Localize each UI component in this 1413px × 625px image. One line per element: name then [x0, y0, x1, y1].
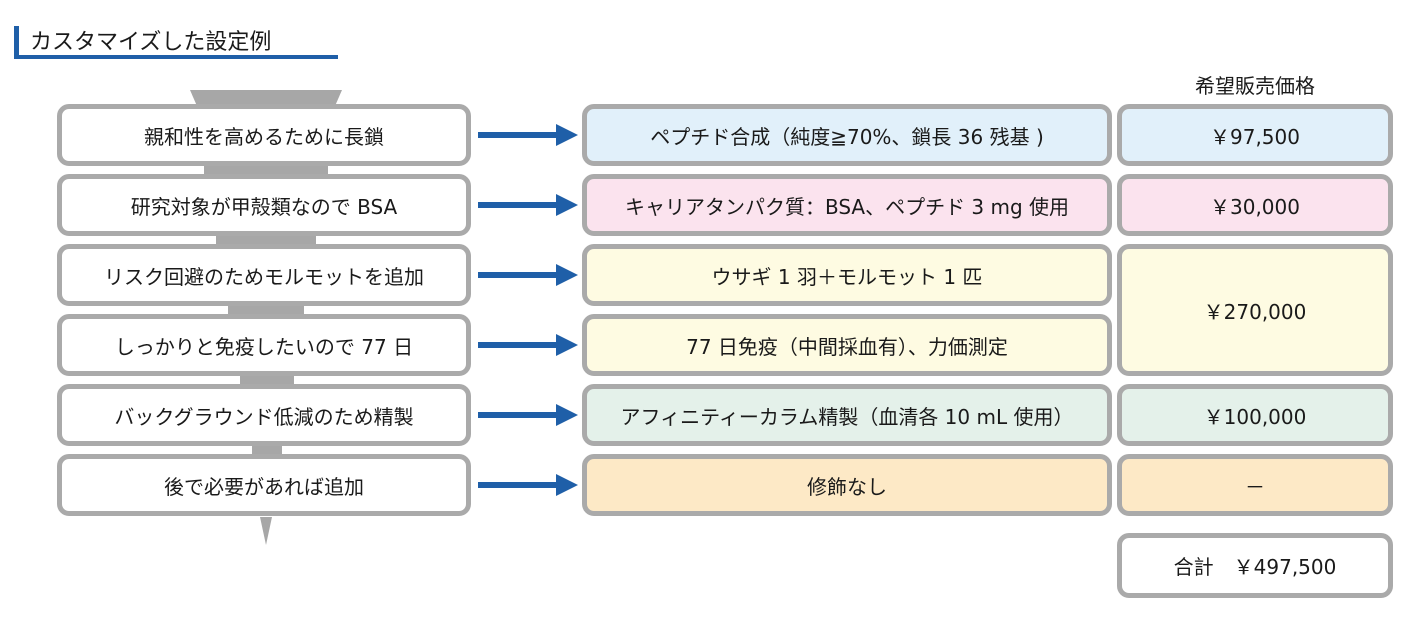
detail-box-1: ペプチド合成（純度≧70%、鎖長 36 残基 ): [582, 104, 1112, 166]
price-box-2: ￥30,000: [1117, 174, 1393, 236]
arrow-right-icon: [478, 264, 580, 286]
total-box: 合計 ￥497,500: [1117, 533, 1393, 598]
flow-spine-tip: [260, 517, 272, 545]
reason-box-3: リスク回避のためモルモットを追加: [57, 244, 471, 306]
arrow-right-icon: [478, 474, 580, 496]
title-accent-bar: [14, 26, 19, 58]
arrow-right-icon: [478, 124, 580, 146]
arrow-right-icon: [478, 334, 580, 356]
detail-box-6: 修飾なし: [582, 454, 1112, 516]
flow-spine: [190, 90, 342, 104]
section-title-text: カスタマイズした設定例: [30, 30, 272, 55]
reason-box-5: バックグラウンド低減のため精製: [57, 384, 471, 446]
price-box-5: ￥100,000: [1117, 384, 1393, 446]
title-underline: [14, 55, 338, 59]
reason-box-2: 研究対象が甲殻類なので BSA: [57, 174, 471, 236]
price-box-1: ￥97,500: [1117, 104, 1393, 166]
detail-box-2: キャリアタンパク質：BSA、ペプチド 3 mg 使用: [582, 174, 1112, 236]
arrow-right-icon: [478, 194, 580, 216]
price-column-header: 希望販売価格: [1195, 74, 1315, 98]
detail-box-4: 77 日免疫（中間採血有）、力価測定: [582, 314, 1112, 376]
price-box-3-4: ￥270,000: [1117, 244, 1393, 376]
reason-box-1: 親和性を高めるために長鎖: [57, 104, 471, 166]
arrow-right-icon: [478, 404, 580, 426]
section-title: カスタマイズした設定例: [14, 22, 338, 60]
price-box-6: －: [1117, 454, 1393, 516]
detail-box-5: アフィニティーカラム精製（血清各 10 mL 使用）: [582, 384, 1112, 446]
reason-box-6: 後で必要があれば追加: [57, 454, 471, 516]
detail-box-3: ウサギ 1 羽＋モルモット 1 匹: [582, 244, 1112, 306]
reason-box-4: しっかりと免疫したいので 77 日: [57, 314, 471, 376]
